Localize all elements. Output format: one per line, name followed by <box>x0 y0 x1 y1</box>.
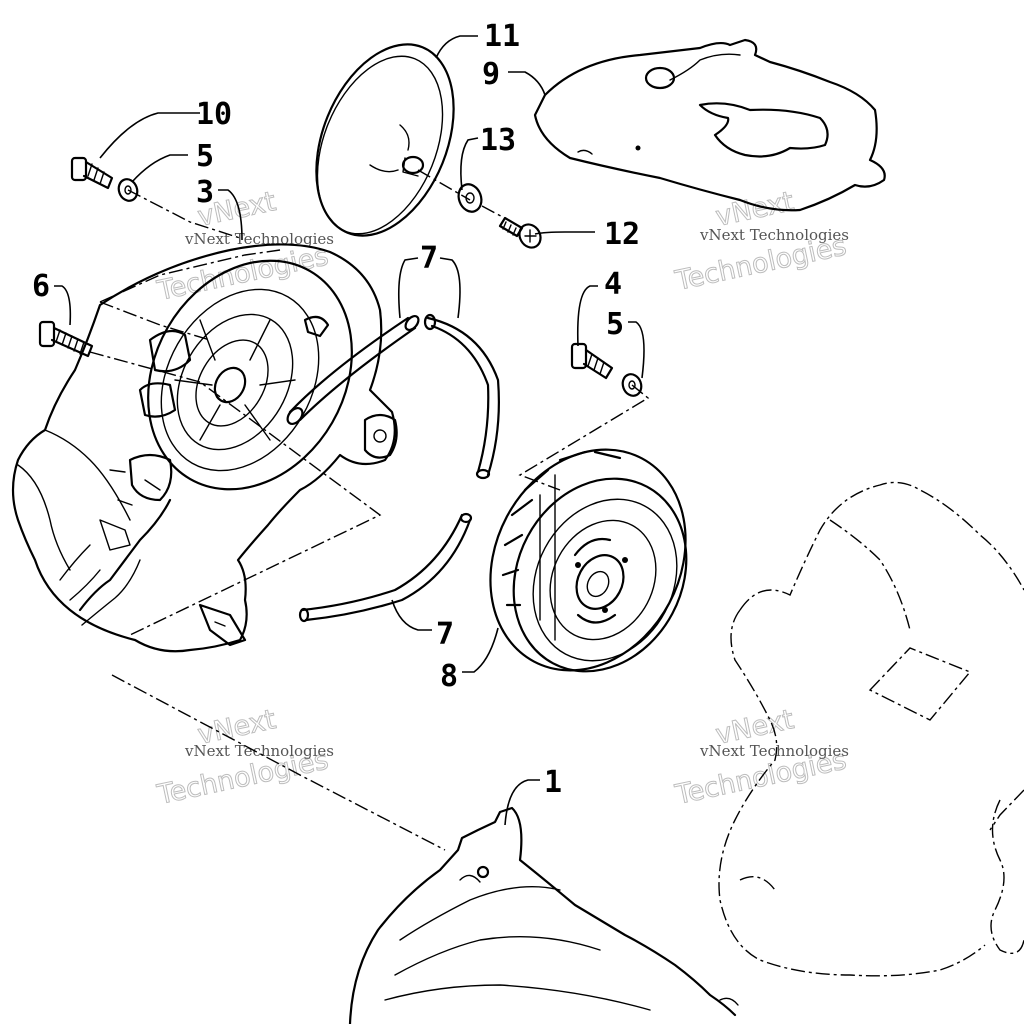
watermark-small: vNext Technologies <box>699 742 849 760</box>
pulley-disc <box>315 43 455 237</box>
callout-5-lower: 5 <box>606 307 624 342</box>
callout-13: 13 <box>480 123 516 158</box>
fan-housing <box>11 243 398 653</box>
callout-7-upper: 7 <box>420 241 438 276</box>
watermark-right-bottom: vNext Technologies vNext Technologies <box>672 704 850 812</box>
watermark-word2: Technologies <box>154 240 331 307</box>
hose-upper <box>286 313 500 480</box>
callout-9: 9 <box>482 57 500 92</box>
watermark-small: vNext Technologies <box>184 230 334 248</box>
watermark-small: vNext Technologies <box>699 226 849 244</box>
callouts: 11 9 13 12 10 5 3 6 7 4 5 7 8 1 <box>32 19 640 800</box>
flywheel <box>489 448 688 673</box>
assembly-lines <box>89 169 650 851</box>
screw-10 <box>70 156 114 190</box>
engine-block <box>348 806 739 1024</box>
washer-5-upper <box>117 178 139 202</box>
washer-5-lower <box>621 373 643 397</box>
hose-lower <box>298 512 473 623</box>
watermark-small: vNext Technologies <box>184 742 334 760</box>
callout-5-upper: 5 <box>196 139 214 174</box>
callout-8: 8 <box>440 659 458 694</box>
callout-4: 4 <box>604 267 622 302</box>
leaders <box>54 35 645 826</box>
assembly-line-pulley <box>417 169 471 201</box>
callout-11: 11 <box>484 19 520 54</box>
watermark-left-bottom: vNext Technologies vNext Technologies <box>154 704 334 812</box>
assembly-line-screw6 <box>89 351 382 636</box>
screw-6 <box>38 320 94 358</box>
assembly-line-top <box>99 249 281 303</box>
callout-6: 6 <box>32 269 50 304</box>
washer-13 <box>457 183 483 213</box>
callout-1: 1 <box>544 765 562 800</box>
assembly-line-screw10 <box>127 189 241 239</box>
screw-12 <box>498 216 542 249</box>
assembly-line-screw4 <box>518 384 650 491</box>
callout-10: 10 <box>196 97 232 132</box>
gasket-plate <box>533 38 886 212</box>
callout-12: 12 <box>604 217 640 252</box>
assembly-line-base <box>111 674 446 851</box>
callout-7-lower: 7 <box>436 617 454 652</box>
watermark-right-top: vNext Technologies vNext Technologies <box>672 186 850 298</box>
callout-3: 3 <box>196 175 214 210</box>
engine-outline-dashed <box>718 481 1024 977</box>
screw-4 <box>570 342 614 380</box>
